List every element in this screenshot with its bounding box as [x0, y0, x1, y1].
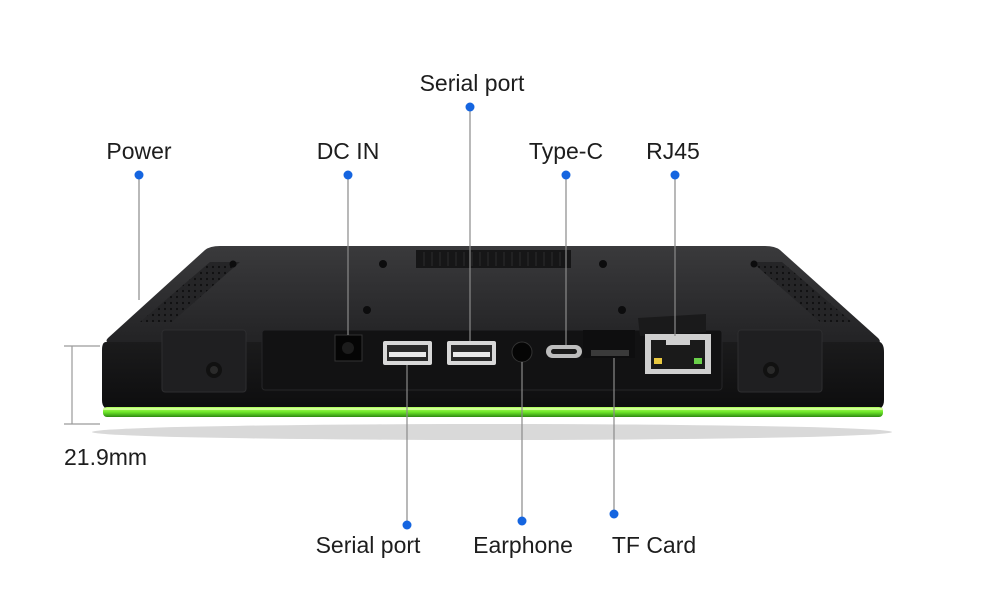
- left-side-panel: [161, 329, 247, 393]
- tf-card-slot: [591, 350, 629, 356]
- type-c-callout-dot: [561, 170, 571, 180]
- label-power: Power: [106, 138, 172, 164]
- serial-port-top-callout-dot: [465, 102, 475, 112]
- tf-card-callout-dot: [609, 509, 619, 519]
- power-callout-dot: [134, 170, 144, 180]
- label-type-c: Type-C: [528, 138, 604, 164]
- serial-port-bottom-callout-dot: [402, 520, 412, 530]
- rj45-port: [645, 334, 711, 374]
- usb-port-left: [383, 341, 432, 365]
- device-shadow: [92, 424, 892, 440]
- label-dc-in: DC IN: [316, 138, 380, 164]
- label-earphone: Earphone: [473, 532, 573, 558]
- earphone-callout-dot: [517, 516, 527, 526]
- usb-port-right: [447, 341, 496, 365]
- label-tf-card: TF Card: [611, 532, 697, 558]
- label-serial-port-top: Serial port: [419, 70, 525, 96]
- right-vent-grille: [752, 262, 852, 322]
- thickness-dimension-marker: [64, 345, 100, 425]
- label-rj45: RJ45: [646, 138, 700, 164]
- top-heatsink-slot: [416, 250, 571, 268]
- label-serial-port-bottom: Serial port: [315, 532, 421, 558]
- left-vent-grille: [140, 262, 240, 322]
- right-side-panel: [737, 329, 823, 393]
- rj45-housing: [638, 314, 706, 336]
- dc-in-callout-dot: [343, 170, 353, 180]
- label-thickness: 21.9mm: [64, 444, 148, 470]
- earphone-jack: [511, 341, 533, 363]
- rj45-callout-dot: [670, 170, 680, 180]
